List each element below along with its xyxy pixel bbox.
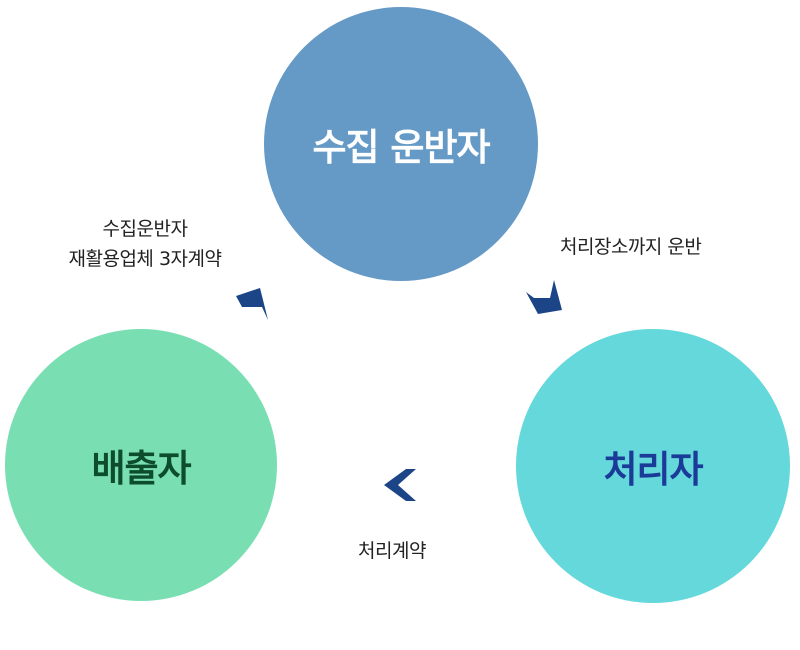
node-processor: 처리자 bbox=[516, 329, 790, 603]
node-discharger-label: 배출자 bbox=[91, 447, 191, 490]
node-collector: 수집 운반자 bbox=[264, 7, 538, 281]
chevron-down-icon bbox=[524, 278, 564, 318]
node-discharger: 배출자 bbox=[5, 329, 277, 601]
edge-label-line1: 수집운반자 bbox=[102, 218, 188, 240]
chevron-up-icon bbox=[234, 282, 274, 322]
edge-label-discharger-collector: 수집운반자 재활용업체 3자계약 bbox=[40, 214, 250, 274]
edge-label-line2: 재활용업체 3자계약 bbox=[68, 248, 222, 270]
node-collector-label: 수집 운반자 bbox=[312, 126, 490, 169]
node-processor-label: 처리자 bbox=[603, 448, 703, 491]
chevron-left-icon bbox=[380, 465, 420, 505]
edge-label-processor-discharger: 처리계약 bbox=[358, 540, 426, 562]
edge-label-collector-processor: 처리장소까지 운반 bbox=[560, 236, 702, 258]
